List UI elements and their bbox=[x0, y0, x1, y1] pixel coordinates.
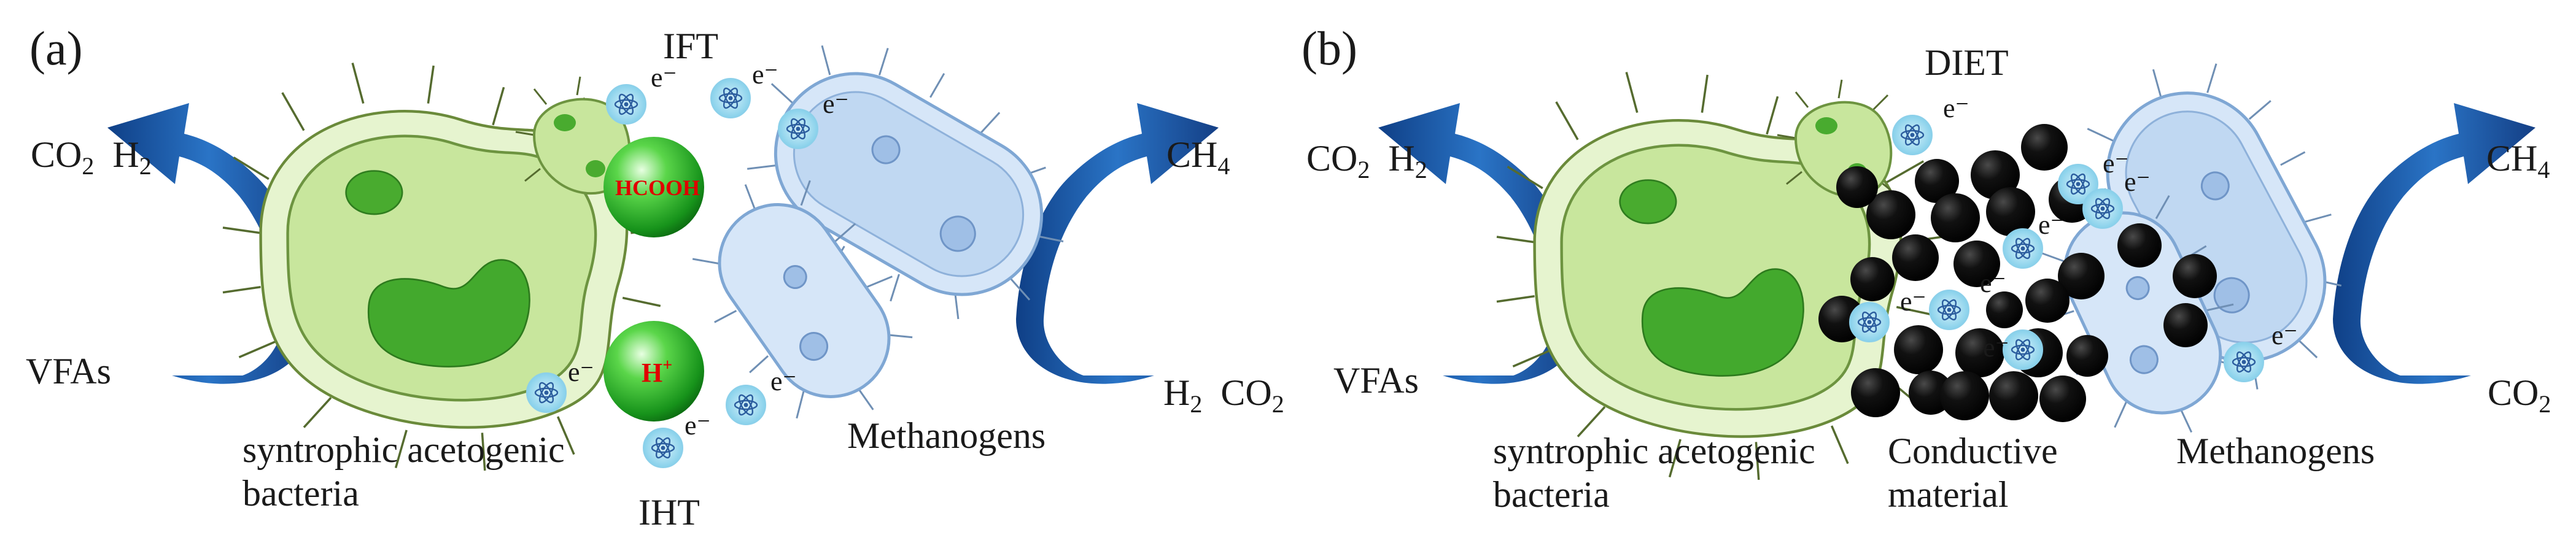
conductive-particles bbox=[1818, 124, 2217, 422]
electron-label: e⁻ bbox=[2124, 167, 2151, 197]
left-substrate-a: VFAs bbox=[26, 351, 111, 391]
right-substrate-a: H2 CO2 bbox=[1163, 372, 1284, 418]
bacteria-label-b: syntrophic acetogenic bacteria bbox=[1493, 431, 1815, 515]
electron-label: e⁻ bbox=[752, 60, 778, 90]
right-substrate-b: CO2 bbox=[2488, 372, 2551, 418]
atom-icon bbox=[1891, 114, 1933, 156]
methanogens-label-a: Methanogens bbox=[847, 415, 1046, 456]
electron-label: e⁻ bbox=[2103, 148, 2129, 179]
atom-icon bbox=[2002, 228, 2044, 269]
panel-label-b: (b) bbox=[1302, 21, 1357, 75]
right-product-b: CH4 bbox=[2486, 138, 2550, 183]
electron-label: e⁻ bbox=[1943, 93, 1969, 123]
right-product-a: CH4 bbox=[1166, 134, 1230, 180]
curved-arrow-icon bbox=[2333, 103, 2535, 384]
atom-icon bbox=[1849, 301, 1890, 343]
electron-label: e⁻ bbox=[1983, 333, 2009, 363]
ift-label: IFT bbox=[663, 26, 718, 66]
atom-icon bbox=[1928, 289, 1970, 331]
conductive-material-label: Conductive material bbox=[1888, 431, 2058, 515]
electron-label: e⁻ bbox=[2038, 210, 2065, 240]
methanogen-cell bbox=[692, 180, 913, 419]
formate-sphere bbox=[603, 137, 704, 237]
electron-label: e⁻ bbox=[1900, 287, 1926, 317]
panel-label-a: (a) bbox=[29, 21, 83, 75]
bacteria-label-a: syntrophic acetogenic bacteria bbox=[242, 429, 565, 514]
iht-label: IHT bbox=[638, 492, 700, 533]
left-products-a: CO2 H2 bbox=[31, 134, 152, 180]
atom-icon bbox=[725, 384, 767, 426]
electron-label: e⁻ bbox=[568, 357, 594, 387]
atom-icon bbox=[777, 108, 819, 150]
left-products-b: CO2 H2 bbox=[1306, 138, 1427, 183]
atom-icon bbox=[2082, 188, 2124, 229]
electron-label: e⁻ bbox=[770, 366, 797, 396]
electron-label: e⁻ bbox=[651, 63, 677, 93]
acetogenic-bacterium bbox=[1496, 72, 1943, 480]
diet-label: DIET bbox=[1925, 42, 2009, 83]
atom-icon bbox=[2223, 341, 2265, 383]
electron-label: e⁻ bbox=[1980, 268, 2006, 298]
atom-icon bbox=[526, 372, 567, 414]
proton-sphere bbox=[603, 321, 704, 422]
atom-icon bbox=[605, 83, 647, 125]
panel-a bbox=[107, 45, 1219, 471]
electron-label: e⁻ bbox=[685, 410, 711, 441]
curved-arrow-icon bbox=[1016, 103, 1219, 384]
formate-label: HCOOH bbox=[615, 175, 700, 200]
methanogens-label-b: Methanogens bbox=[2176, 431, 2375, 471]
left-substrate-b: VFAs bbox=[1333, 360, 1419, 401]
electron-label: e⁻ bbox=[823, 89, 849, 119]
atom-icon bbox=[710, 77, 751, 119]
proton-label: H+ bbox=[642, 356, 673, 388]
methanogen-cell bbox=[747, 45, 1064, 320]
panel-b bbox=[1378, 63, 2535, 480]
electron-label: e⁻ bbox=[2271, 320, 2298, 350]
atom-icon bbox=[642, 427, 684, 469]
